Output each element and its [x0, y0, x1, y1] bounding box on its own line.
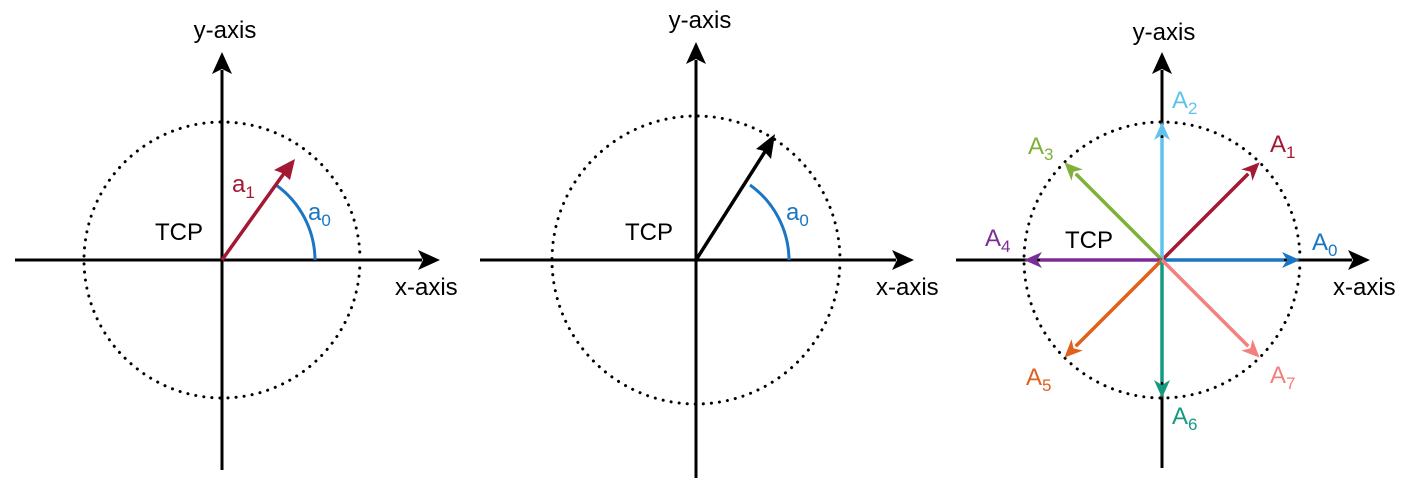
panel-1-x-axis-arrowhead	[418, 250, 440, 270]
action-3-arrowhead	[1064, 162, 1083, 181]
panel-2-origin-label: TCP	[625, 219, 673, 246]
panel-1-action-arrowhead	[274, 159, 295, 180]
panel-2-x-axis-label: x-axis	[876, 274, 939, 301]
action-7-arrowhead	[1241, 339, 1260, 358]
action-arrows	[1024, 122, 1300, 398]
action-6-arrowhead	[1154, 380, 1170, 398]
panel-2-y-axis-label: y-axis	[669, 7, 732, 34]
panel-1-y-axis-label: y-axis	[194, 17, 257, 44]
panel-3-origin-label: TCP	[1065, 227, 1113, 254]
panel-1-action-arrow	[220, 170, 287, 262]
panel-2-action-arrowhead	[756, 134, 775, 159]
action-5-arrow	[1074, 258, 1164, 348]
action-0-arrowhead	[1282, 252, 1300, 268]
action-1-arrowhead	[1241, 162, 1260, 181]
action-4-label: A4	[985, 225, 1010, 256]
panel-2: y-axis x-axis TCP a0	[480, 7, 939, 478]
panel-1-angle-label: a0	[308, 199, 331, 230]
panel-2-y-axis-arrowhead	[686, 42, 706, 64]
action-2-arrowhead	[1154, 122, 1170, 140]
panel-3-x-axis-arrowhead	[1348, 250, 1370, 270]
action-7-label: A7	[1270, 362, 1295, 393]
panel-1-origin-label: TCP	[155, 219, 203, 246]
action-3-label: A3	[1028, 133, 1053, 164]
action-1-arrow	[1160, 172, 1250, 262]
panel-1-x-axis-label: x-axis	[395, 274, 458, 301]
panel-3-x-axis-label: x-axis	[1333, 274, 1396, 301]
panel-2-x-axis-arrowhead	[892, 250, 914, 270]
panel-1: y-axis x-axis TCP a1 a0	[15, 17, 458, 470]
action-4-arrowhead	[1024, 252, 1042, 268]
panel-1-arrow-label: a1	[232, 171, 255, 202]
panel-3-y-axis-label: y-axis	[1133, 19, 1196, 46]
action-5-label: A5	[1026, 364, 1051, 395]
action-6-label: A6	[1172, 403, 1197, 434]
panel-3-y-axis-arrowhead	[1152, 52, 1172, 74]
action-3-arrow	[1074, 172, 1164, 262]
action-0-label: A0	[1312, 229, 1337, 260]
action-5-arrowhead	[1064, 339, 1083, 358]
action-1-label: A1	[1270, 131, 1295, 162]
panel-1-y-axis-arrowhead	[212, 52, 232, 74]
panel-2-angle-arc	[749, 183, 791, 261]
action-7-arrow	[1160, 258, 1250, 348]
panel-2-angle-label: a0	[786, 199, 809, 230]
action-2-label: A2	[1172, 87, 1197, 118]
panel-2-action-arrow	[694, 149, 768, 261]
panel-1-angle-arc	[275, 183, 317, 261]
